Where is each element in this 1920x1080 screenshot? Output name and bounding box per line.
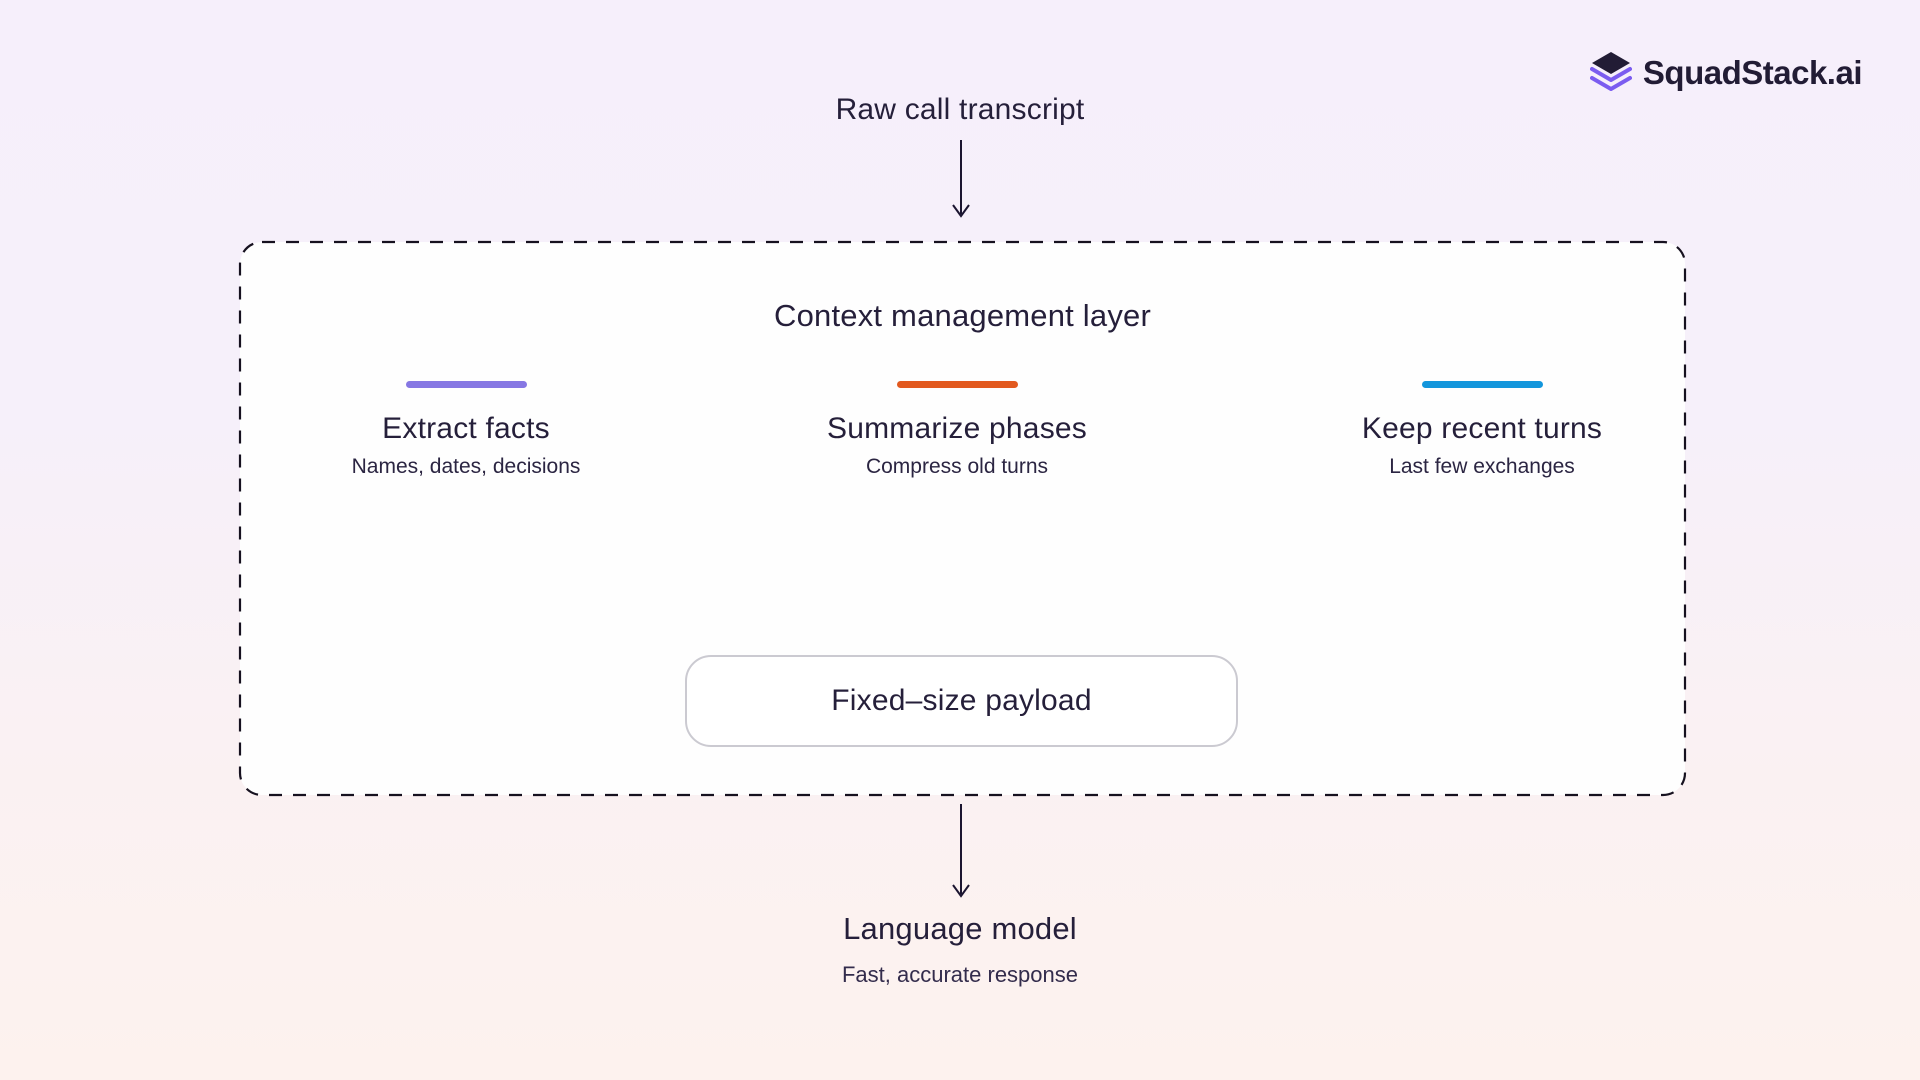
payload-label: Fixed–size payload	[831, 684, 1092, 717]
accent-line-orange	[896, 381, 1018, 388]
input-label: Raw call transcript	[835, 93, 1085, 126]
output-label: Language model	[843, 911, 1077, 946]
strategy-description: Names, dates, decisions	[351, 455, 581, 478]
logo: SquadStack.ai	[1589, 50, 1863, 96]
context-layer-content: Context management layer Extract facts N…	[240, 242, 1685, 795]
context-layer-box	[238, 240, 1687, 797]
strategy-label: Extract facts	[382, 412, 550, 445]
strategy-description: Last few exchanges	[1389, 455, 1575, 478]
accent-line-blue	[1421, 381, 1543, 388]
logo-text: SquadStack.ai	[1642, 54, 1863, 91]
accent-line-purple	[405, 381, 527, 388]
strategy-label: Keep recent turns	[1361, 412, 1603, 445]
strategy-description: Compress old turns	[865, 455, 1049, 478]
strategy-label: Summarize phases	[827, 412, 1087, 445]
down-arrow-top	[952, 140, 970, 218]
output-description: Fast, accurate response	[841, 962, 1078, 987]
strategy-extract-facts: Extract facts Names, dates, decisions	[256, 381, 676, 479]
payload-box: Fixed–size payload	[685, 655, 1238, 747]
strategy-keep-recent-turns: Keep recent turns Last few exchanges	[1272, 381, 1692, 479]
stack-layers-icon	[1589, 52, 1632, 91]
down-arrow-bottom	[952, 804, 970, 898]
strategy-summarize-phases: Summarize phases Compress old turns	[747, 381, 1167, 479]
context-layer-title: Context management layer	[774, 298, 1151, 333]
